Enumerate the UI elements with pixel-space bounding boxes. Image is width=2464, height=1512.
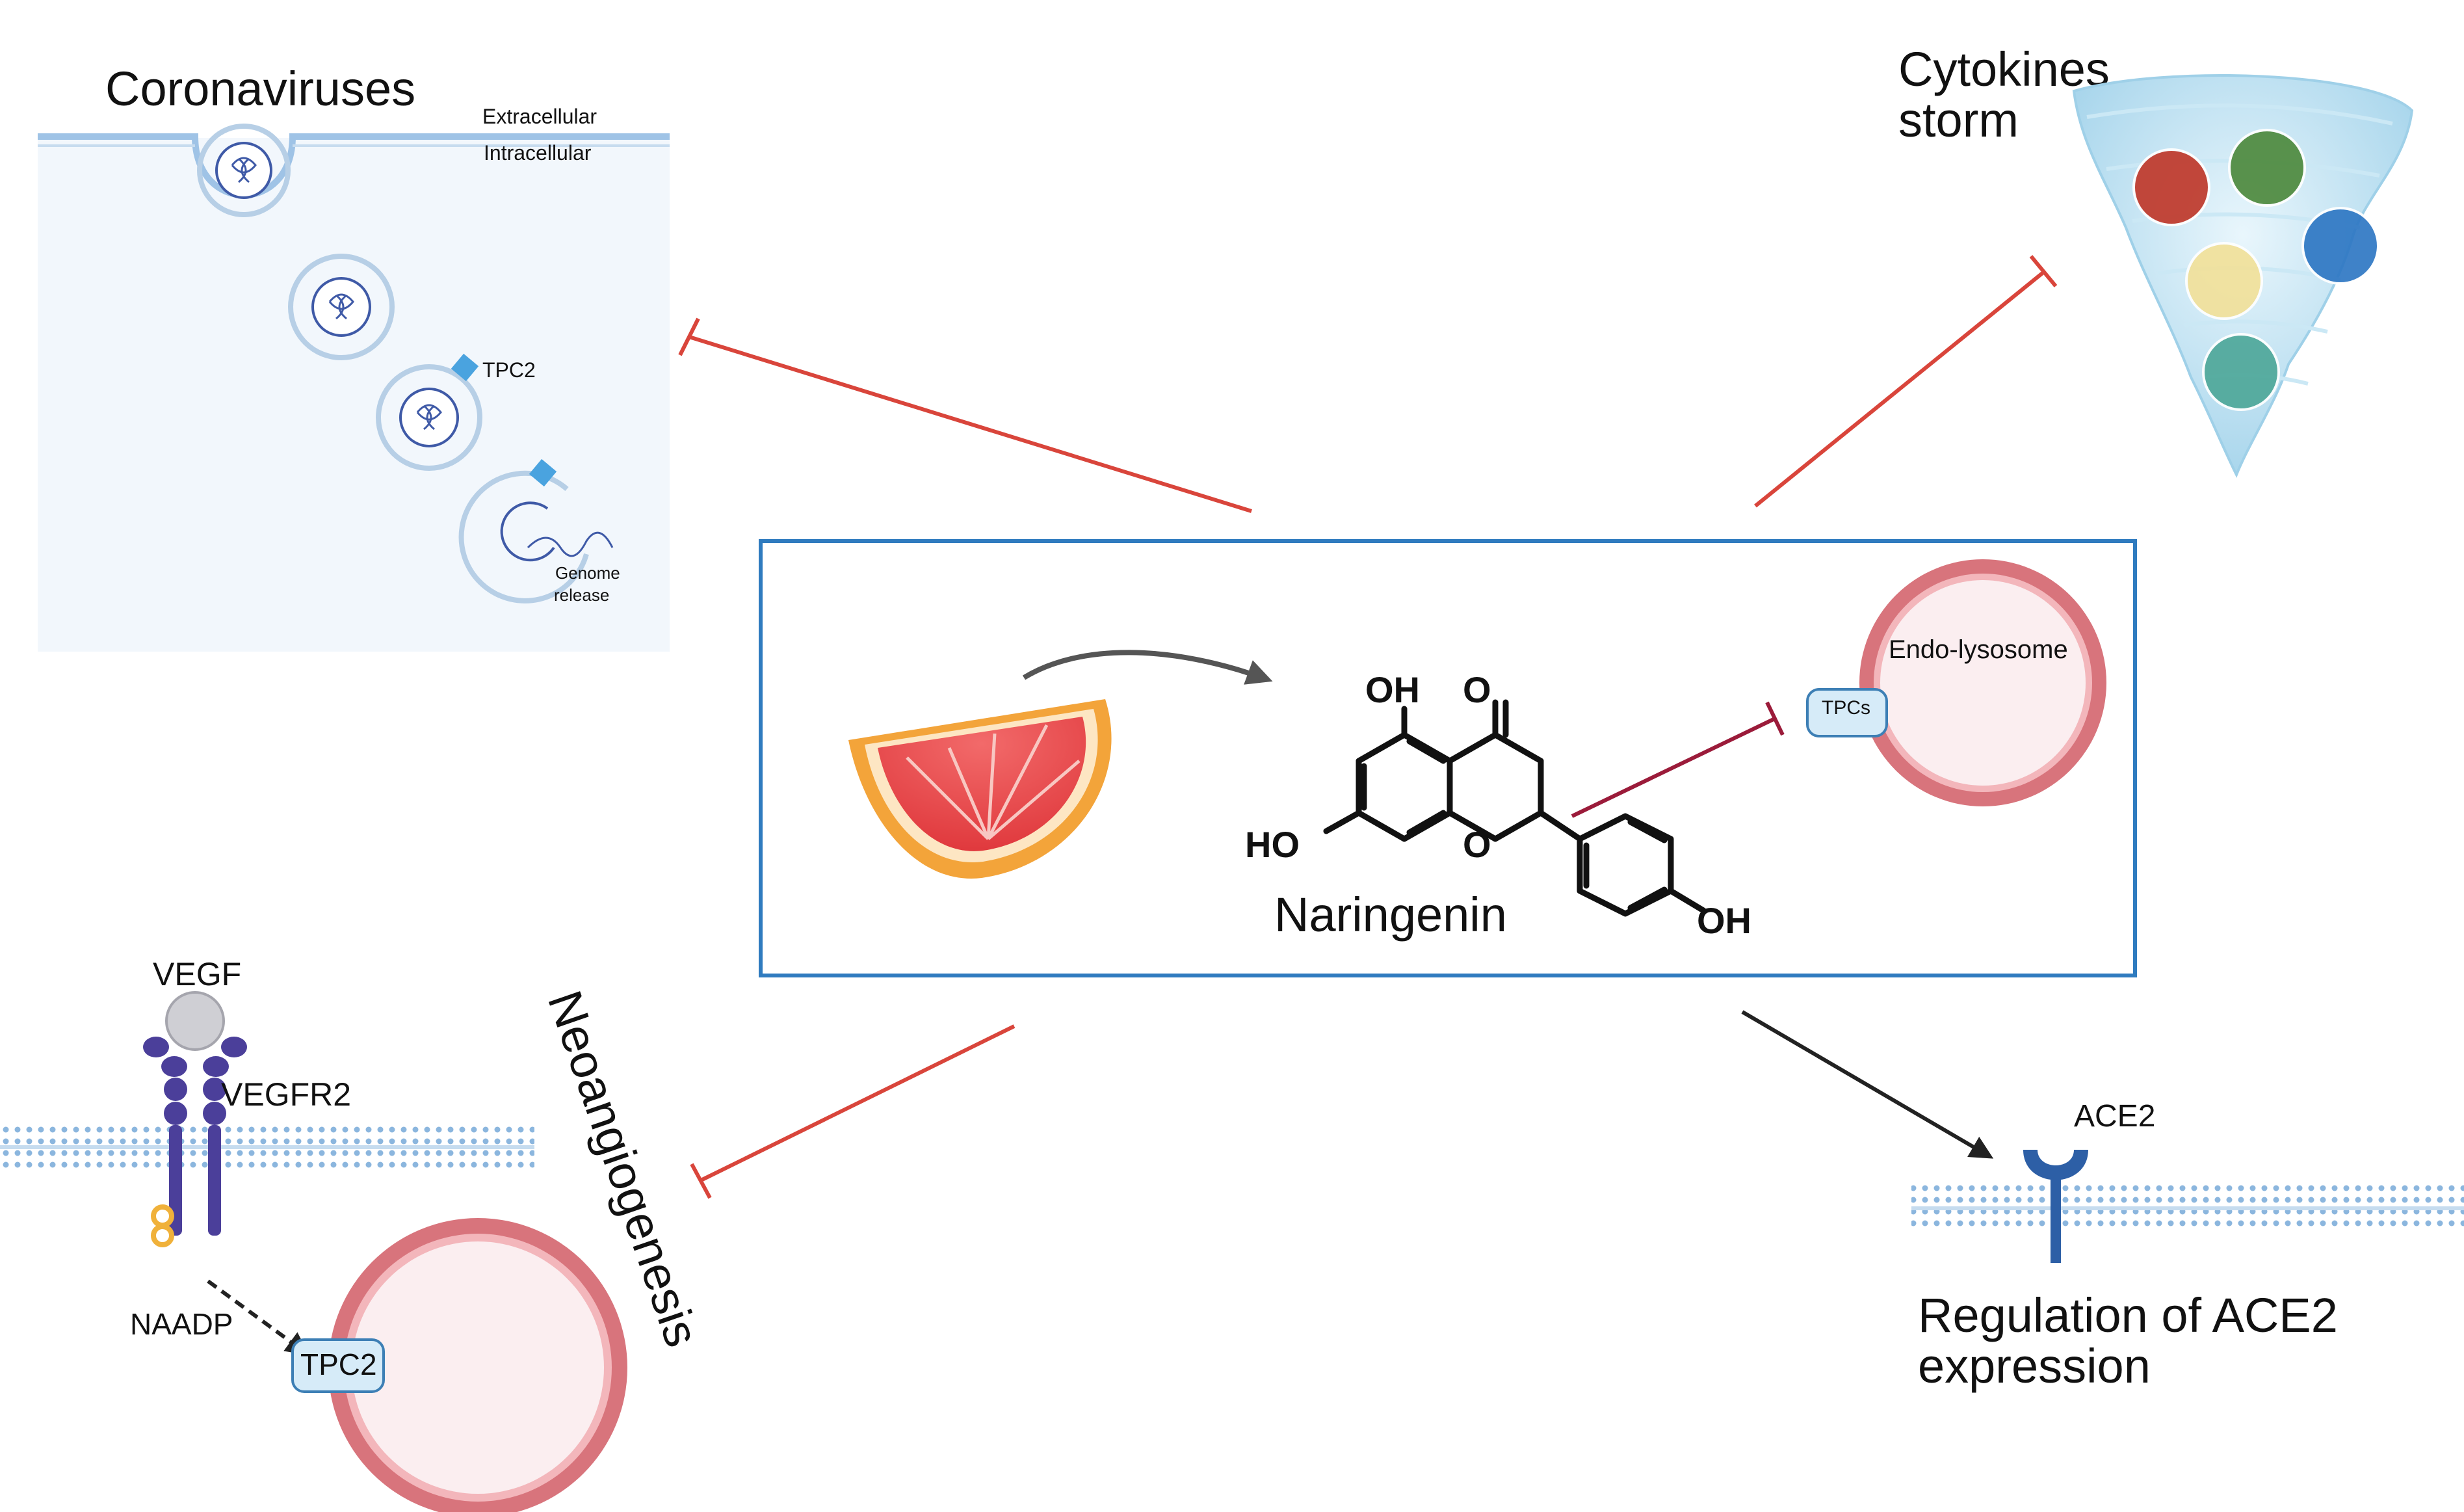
naadp-arrow [207, 1279, 309, 1356]
ace2-label: ACE2 [2074, 1099, 2155, 1134]
cytokine-ball-teal [2202, 333, 2280, 411]
ace2-arrow [1741, 1010, 1994, 1159]
tpcs-channel [1806, 688, 1888, 737]
cytokine-ball-blue [2301, 207, 2379, 285]
endo-lysosome [1859, 559, 2106, 806]
ho-left-label: HO [1245, 824, 1300, 865]
cytokine-ball-red [2132, 148, 2210, 226]
virion-genome-release [458, 458, 614, 603]
virion-endosome [288, 254, 395, 360]
tpc2-label-virus: TPC2 [482, 358, 536, 382]
vegfr2-label: VEGFR2 [221, 1076, 351, 1113]
cytokines-title-line2: storm [1898, 93, 2019, 147]
tpc2-channel-neo [291, 1338, 385, 1393]
intracellular-area [38, 138, 670, 652]
ace2-title-line2: expression [1918, 1339, 2151, 1393]
cytokine-ball-green [2228, 129, 2306, 207]
naadp-label: NAADP [130, 1307, 233, 1341]
oh-top-label: OH [1365, 669, 1420, 710]
vegf-label: VEGF [153, 956, 241, 992]
o-ring-label: O [1463, 824, 1491, 865]
ace2-receptor [2023, 1150, 2088, 1180]
inhibition-neoangiogenesis [690, 1024, 1016, 1199]
o-top-label: O [1463, 669, 1491, 710]
neoangiogenesis-panel: VEGF VEGFR2 NAADP TPC2 [0, 956, 710, 1512]
cytokines-panel: Cytokines storm [1898, 42, 2414, 478]
coronaviruses-title: Coronaviruses [105, 62, 415, 116]
neo-endolysosome [328, 1218, 627, 1512]
vegf-ligand [165, 991, 225, 1051]
virion-budding [197, 124, 291, 217]
grapefruit-slice-icon [848, 699, 1112, 879]
phosphate-rings [151, 1204, 174, 1247]
tpc2-label-neo: TPC2 [300, 1347, 377, 1381]
intracellular-label: Intracellular [484, 141, 592, 165]
virion-tpc2 [376, 353, 482, 471]
coronavirus-panel: Coronaviruses Extracellular Intracellula… [38, 62, 670, 652]
inhibition-coronaviruses [678, 317, 1252, 513]
naringenin-box: OH O HO O OH Naringenin Endo-lysosome TP… [759, 539, 2137, 977]
naringenin-structure [1323, 699, 1707, 917]
release-label: release [554, 585, 609, 605]
ace2-title-line1: Regulation of ACE2 [1918, 1288, 2338, 1342]
inhibition-tpcs [1571, 717, 1776, 818]
extracellular-label: Extracellular [482, 105, 597, 128]
tpcs-label: TPCs [1822, 697, 1870, 719]
naringenin-label: Naringenin [1274, 888, 1507, 942]
genome-label: Genome [555, 563, 620, 583]
source-arrow [1022, 650, 1273, 685]
cytokine-ball-yellow [2185, 242, 2263, 320]
ace2-panel: ACE2 Regulation of ACE2 expression [1741, 1010, 2464, 1393]
oh-right-label: OH [1697, 900, 1751, 941]
cytokines-title-line1: Cytokines [1898, 42, 2110, 96]
endo-lysosome-label: Endo-lysosome [1889, 635, 2068, 664]
inhibition-cytokines [1754, 255, 2058, 508]
vegfr2-receptor [143, 1037, 247, 1236]
